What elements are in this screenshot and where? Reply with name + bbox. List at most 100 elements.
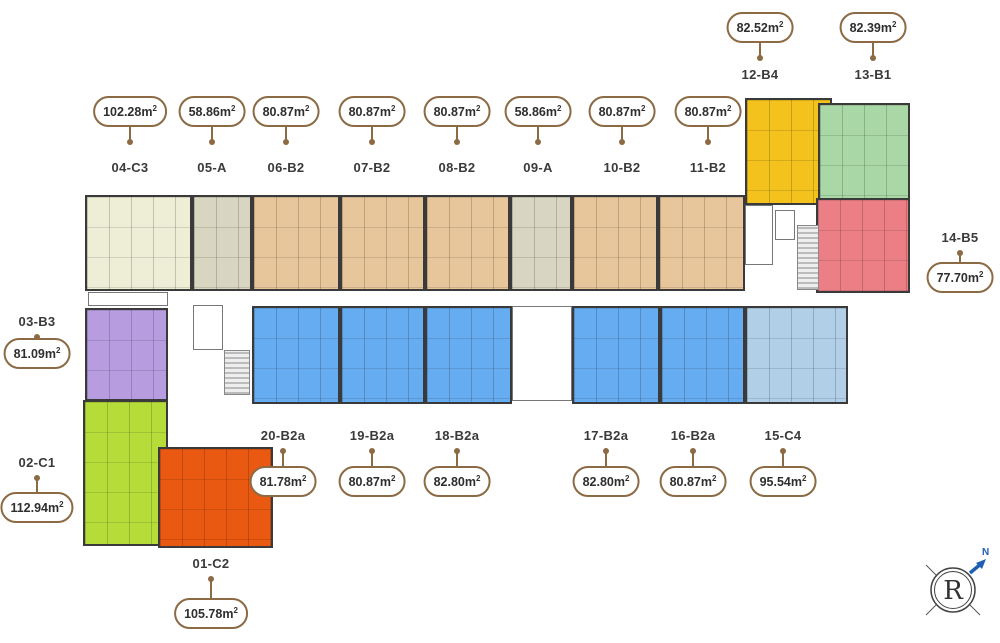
unit-name: 11-B2: [689, 160, 727, 175]
north-label: N: [982, 547, 990, 558]
callout-line: [282, 450, 284, 466]
unit-area-badge: 80.87m2: [338, 96, 406, 128]
elevator-core: [193, 305, 223, 350]
unit-19-b2a[interactable]: [340, 306, 425, 404]
unit-13-b1[interactable]: [818, 103, 910, 200]
unit-20-b2a[interactable]: [252, 306, 340, 404]
unit-area-badge: 80.87m2: [588, 96, 656, 128]
unit-name: 18-B2a: [434, 428, 480, 443]
unit-area-badge: 82.80m2: [572, 466, 640, 498]
callout-dot: [780, 448, 786, 454]
callout-line: [621, 127, 623, 141]
callout-line: [605, 450, 607, 466]
unit-name: 12-B4: [741, 67, 779, 82]
callout-dot: [619, 139, 625, 145]
unit-area-badge: 80.87m2: [674, 96, 742, 128]
callout-dot: [870, 55, 876, 61]
unit-name: 20-B2a: [260, 428, 306, 443]
unit-15-c4[interactable]: [745, 306, 848, 404]
unit-area-badge: 77.70m2: [926, 262, 994, 294]
callout-dot: [208, 576, 214, 582]
elevator-core: [775, 210, 795, 240]
callout-line: [371, 450, 373, 466]
callout-line: [285, 127, 287, 141]
unit-area-badge: 80.87m2: [338, 466, 406, 498]
callout-line: [211, 127, 213, 141]
unit-17-b2a[interactable]: [572, 306, 660, 404]
unit-area-badge: 112.94m2: [0, 492, 74, 524]
unit-08-b2[interactable]: [425, 195, 510, 291]
callout-dot: [34, 475, 40, 481]
unit-name: 14-B5: [941, 230, 979, 245]
callout-dot: [34, 334, 40, 340]
logo-letter: R: [943, 576, 964, 606]
unit-02-c1[interactable]: [83, 400, 168, 546]
unit-16-b2a[interactable]: [660, 306, 745, 404]
callout-dot: [369, 139, 375, 145]
unit-area-badge: 102.28m2: [93, 96, 167, 128]
callout-dot: [957, 250, 963, 256]
unit-area-badge: 82.80m2: [423, 466, 491, 498]
unit-area-badge: 80.87m2: [659, 466, 727, 498]
unit-area-badge: 80.87m2: [252, 96, 320, 128]
callout-line: [129, 127, 131, 141]
compass-logo: R N: [918, 547, 998, 625]
callout-dot: [603, 448, 609, 454]
unit-area-badge: 58.86m2: [504, 96, 572, 128]
unit-07-b2[interactable]: [340, 195, 425, 291]
callout-dot: [280, 448, 286, 454]
unit-area-badge: 58.86m2: [178, 96, 246, 128]
stairwell: [797, 225, 819, 290]
unit-area-badge: 82.39m2: [839, 12, 907, 44]
callout-dot: [127, 139, 133, 145]
callout-line: [872, 43, 874, 57]
callout-line: [456, 127, 458, 141]
callout-line: [759, 43, 761, 57]
unit-name: 10-B2: [603, 160, 641, 175]
unit-area-badge: 81.78m2: [249, 466, 317, 498]
unit-name: 05-A: [197, 160, 227, 175]
unit-name: 17-B2a: [583, 428, 629, 443]
elevator-core: [512, 306, 572, 401]
unit-18-b2a[interactable]: [425, 306, 512, 404]
unit-03-b3[interactable]: [85, 308, 168, 401]
unit-name: 01-C2: [192, 556, 230, 571]
callout-line: [782, 450, 784, 466]
callout-dot: [690, 448, 696, 454]
callout-line: [210, 578, 212, 598]
callout-dot: [454, 448, 460, 454]
unit-name: 04-C3: [111, 160, 149, 175]
unit-area-badge: 82.52m2: [726, 12, 794, 44]
unit-10-b2[interactable]: [572, 195, 658, 291]
unit-01-c2[interactable]: [158, 447, 273, 548]
unit-06-b2[interactable]: [252, 195, 340, 291]
callout-dot: [283, 139, 289, 145]
callout-line: [36, 477, 38, 492]
elevator-core: [745, 205, 773, 265]
callout-line: [371, 127, 373, 141]
callout-dot: [209, 139, 215, 145]
unit-name: 09-A: [523, 160, 553, 175]
unit-name: 13-B1: [854, 67, 892, 82]
callout-line: [692, 450, 694, 466]
unit-area-badge: 95.54m2: [749, 466, 817, 498]
unit-12-b4[interactable]: [745, 98, 832, 205]
unit-14-b5[interactable]: [816, 198, 910, 293]
callout-dot: [369, 448, 375, 454]
callout-dot: [454, 139, 460, 145]
unit-name: 19-B2a: [349, 428, 395, 443]
elevator-core: [88, 292, 168, 306]
callout-dot: [535, 139, 541, 145]
unit-area-badge: 105.78m2: [174, 598, 248, 630]
unit-name: 08-B2: [438, 160, 476, 175]
unit-name: 03-B3: [18, 314, 56, 329]
unit-name: 16-B2a: [670, 428, 716, 443]
callout-line: [456, 450, 458, 466]
callout-line: [707, 127, 709, 141]
unit-09-a[interactable]: [510, 195, 572, 291]
unit-04-c3[interactable]: [85, 195, 192, 291]
unit-11-b2[interactable]: [658, 195, 745, 291]
unit-05-a[interactable]: [192, 195, 252, 291]
callout-dot: [705, 139, 711, 145]
